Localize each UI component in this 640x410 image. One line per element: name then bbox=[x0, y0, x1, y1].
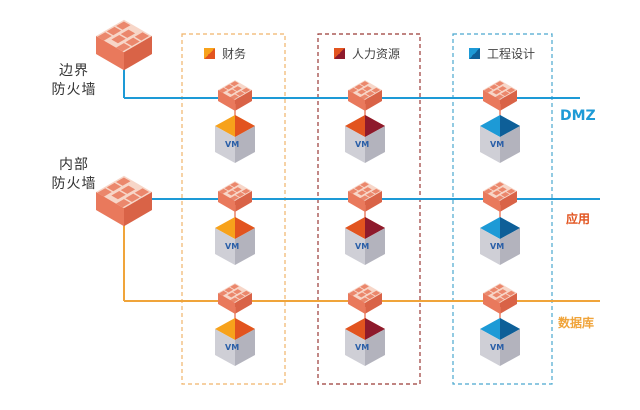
group-label-finance: 财务 bbox=[222, 46, 247, 61]
vm-cube-hr-dmz: VM bbox=[345, 115, 385, 163]
vm-cube-finance-dmz: VM bbox=[215, 115, 255, 163]
group-box-eng bbox=[452, 33, 553, 385]
firewall-icon-finance-app bbox=[218, 181, 252, 212]
vm-label: VM bbox=[355, 242, 369, 251]
vm-label: VM bbox=[490, 242, 504, 251]
internal-firewall-label: 内部 防火墙 bbox=[51, 157, 97, 192]
vm-cube-eng-app: VM bbox=[480, 217, 520, 265]
vm-cube-hr-db: VM bbox=[345, 318, 385, 366]
group-header-hr: 人力资源 bbox=[334, 44, 400, 62]
firewall-icon-eng-app bbox=[483, 181, 517, 212]
perimeter-firewall-label: 边界 防火墙 bbox=[51, 63, 97, 98]
firewall-icon-eng-dmz bbox=[483, 80, 517, 111]
firewall-icon-hr-db bbox=[348, 283, 382, 314]
vm-cube-hr-app: VM bbox=[345, 217, 385, 265]
hr-swatch-icon bbox=[334, 47, 345, 59]
perimeter-firewall-icon bbox=[96, 19, 152, 71]
group-box-hr bbox=[317, 33, 421, 385]
firewall-icon-finance-db bbox=[218, 283, 252, 314]
vm-label: VM bbox=[355, 343, 369, 352]
vm-cube-finance-db: VM bbox=[215, 318, 255, 366]
firewall-icon-hr-dmz bbox=[348, 80, 382, 111]
vm-cube-finance-app: VM bbox=[215, 217, 255, 265]
finance-swatch-icon bbox=[204, 47, 215, 59]
vm-cube-eng-db: VM bbox=[480, 318, 520, 366]
vm-cube-eng-dmz: VM bbox=[480, 115, 520, 163]
vm-label: VM bbox=[225, 140, 239, 149]
group-header-finance: 财务 bbox=[204, 44, 246, 62]
internal-firewall-icon bbox=[96, 175, 152, 227]
vm-label: VM bbox=[225, 343, 239, 352]
vm-label: VM bbox=[490, 140, 504, 149]
group-header-eng: 工程设计 bbox=[469, 44, 535, 62]
firewall-icon-hr-app bbox=[348, 181, 382, 212]
group-label-hr: 人力资源 bbox=[352, 46, 401, 61]
group-label-eng: 工程设计 bbox=[487, 46, 536, 61]
zone-label-db: 数据库 bbox=[558, 316, 595, 330]
firewall-icon-eng-db bbox=[483, 283, 517, 314]
eng-swatch-icon bbox=[469, 47, 480, 59]
vm-label: VM bbox=[225, 242, 239, 251]
firewall-icon-finance-dmz bbox=[218, 80, 252, 111]
group-box-finance bbox=[181, 33, 286, 385]
vm-label: VM bbox=[490, 343, 504, 352]
vm-label: VM bbox=[355, 140, 369, 149]
zone-label-app: 应用 bbox=[566, 212, 591, 226]
zone-label-dmz: DMZ bbox=[560, 108, 596, 124]
